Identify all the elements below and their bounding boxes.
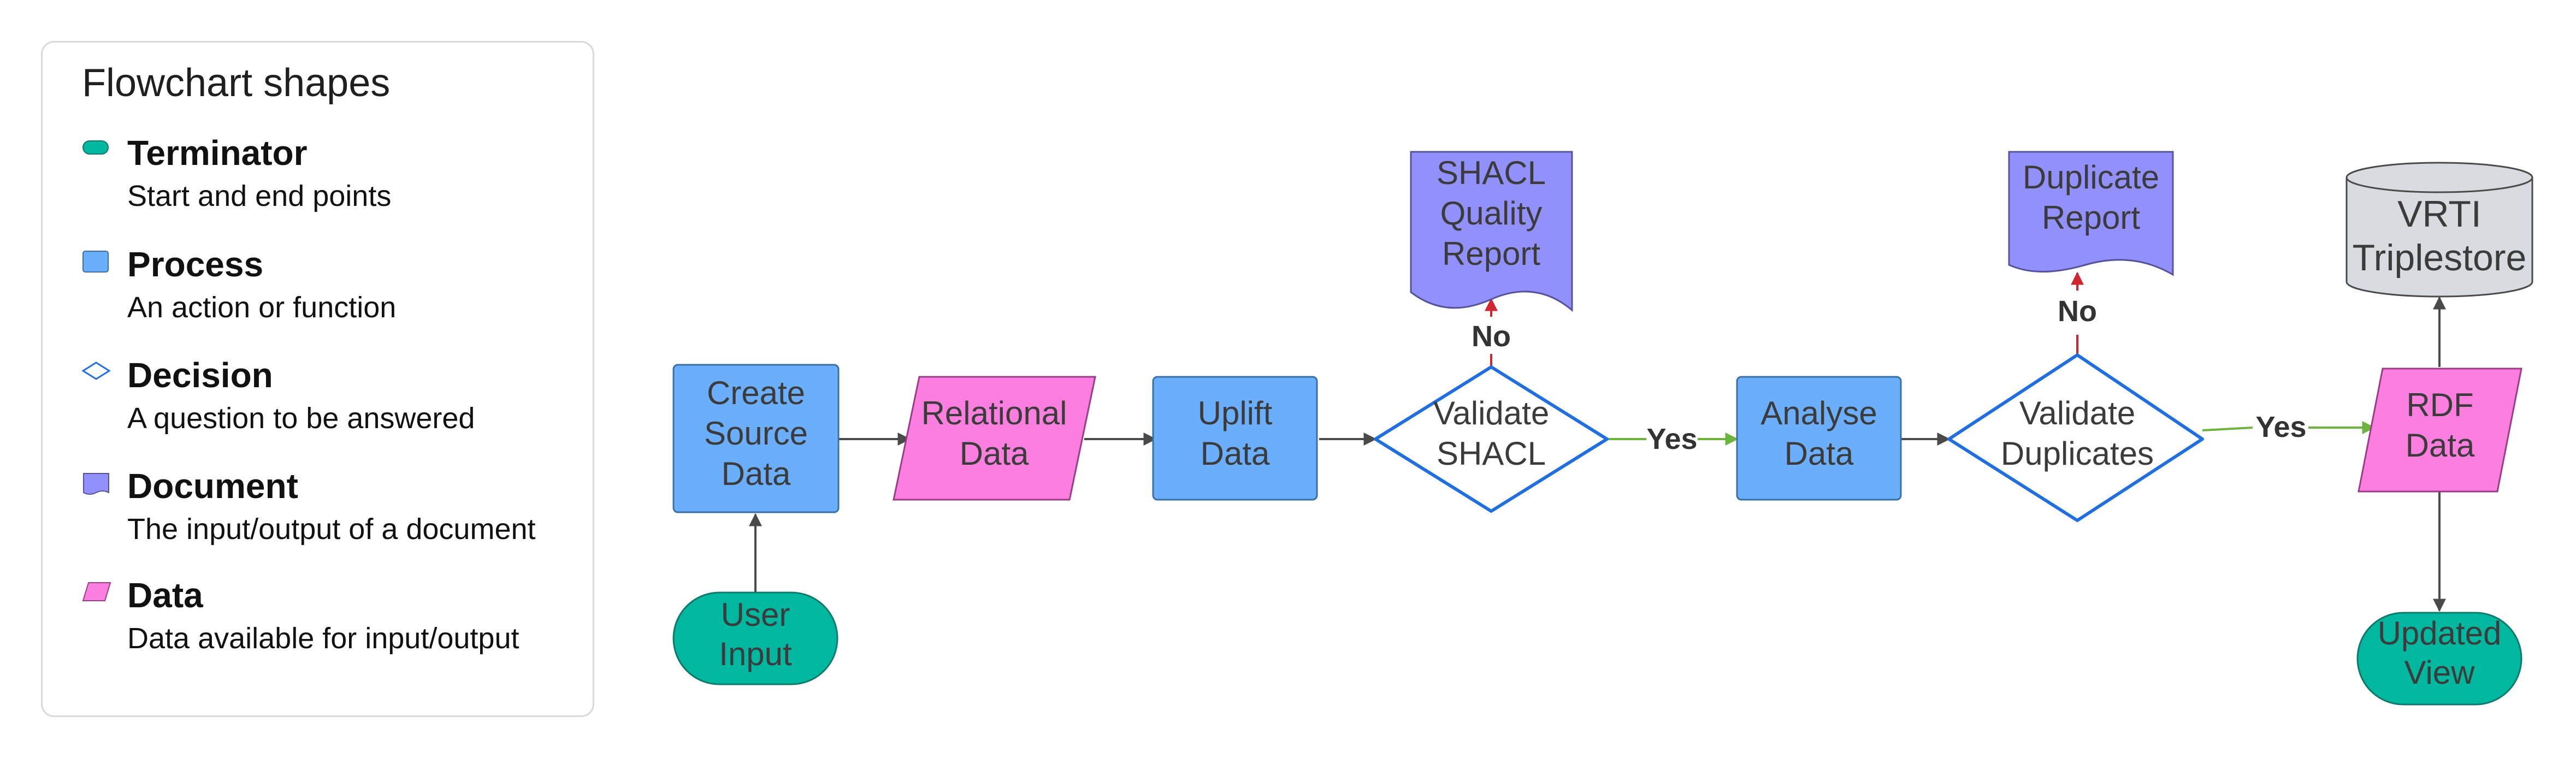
legend-title: Flowchart shapes — [82, 61, 391, 105]
legend-item-name: Process — [127, 245, 264, 284]
legend-item-name: Data — [127, 576, 203, 615]
legend-item-name: Terminator — [127, 133, 308, 173]
legend-item-name: Document — [127, 466, 298, 506]
edge-dup-yes — [2202, 427, 2253, 431]
legend-item-description: An action or function — [127, 291, 397, 324]
legend-item-name: Decision — [127, 356, 273, 395]
data-icon — [82, 582, 111, 601]
edge-label-shacl-no: No — [1472, 320, 1511, 353]
legend-item-description: A question to be answered — [127, 402, 475, 435]
edge-label-dup-no: No — [2058, 295, 2097, 328]
legend-panel — [41, 41, 594, 717]
terminator-icon — [82, 140, 109, 155]
legend-item-description: Start and end points — [127, 180, 392, 212]
edge-label-dup-yes: Yes — [2255, 411, 2306, 443]
legend-item-description: Data available for input/output — [127, 622, 519, 655]
process-icon — [82, 251, 109, 273]
edge-label-shacl-yes: Yes — [1646, 423, 1697, 455]
legend-item-description: The input/output of a document — [127, 513, 536, 546]
edges — [749, 271, 2446, 612]
decision-icon — [82, 362, 111, 380]
document-icon — [83, 473, 109, 495]
